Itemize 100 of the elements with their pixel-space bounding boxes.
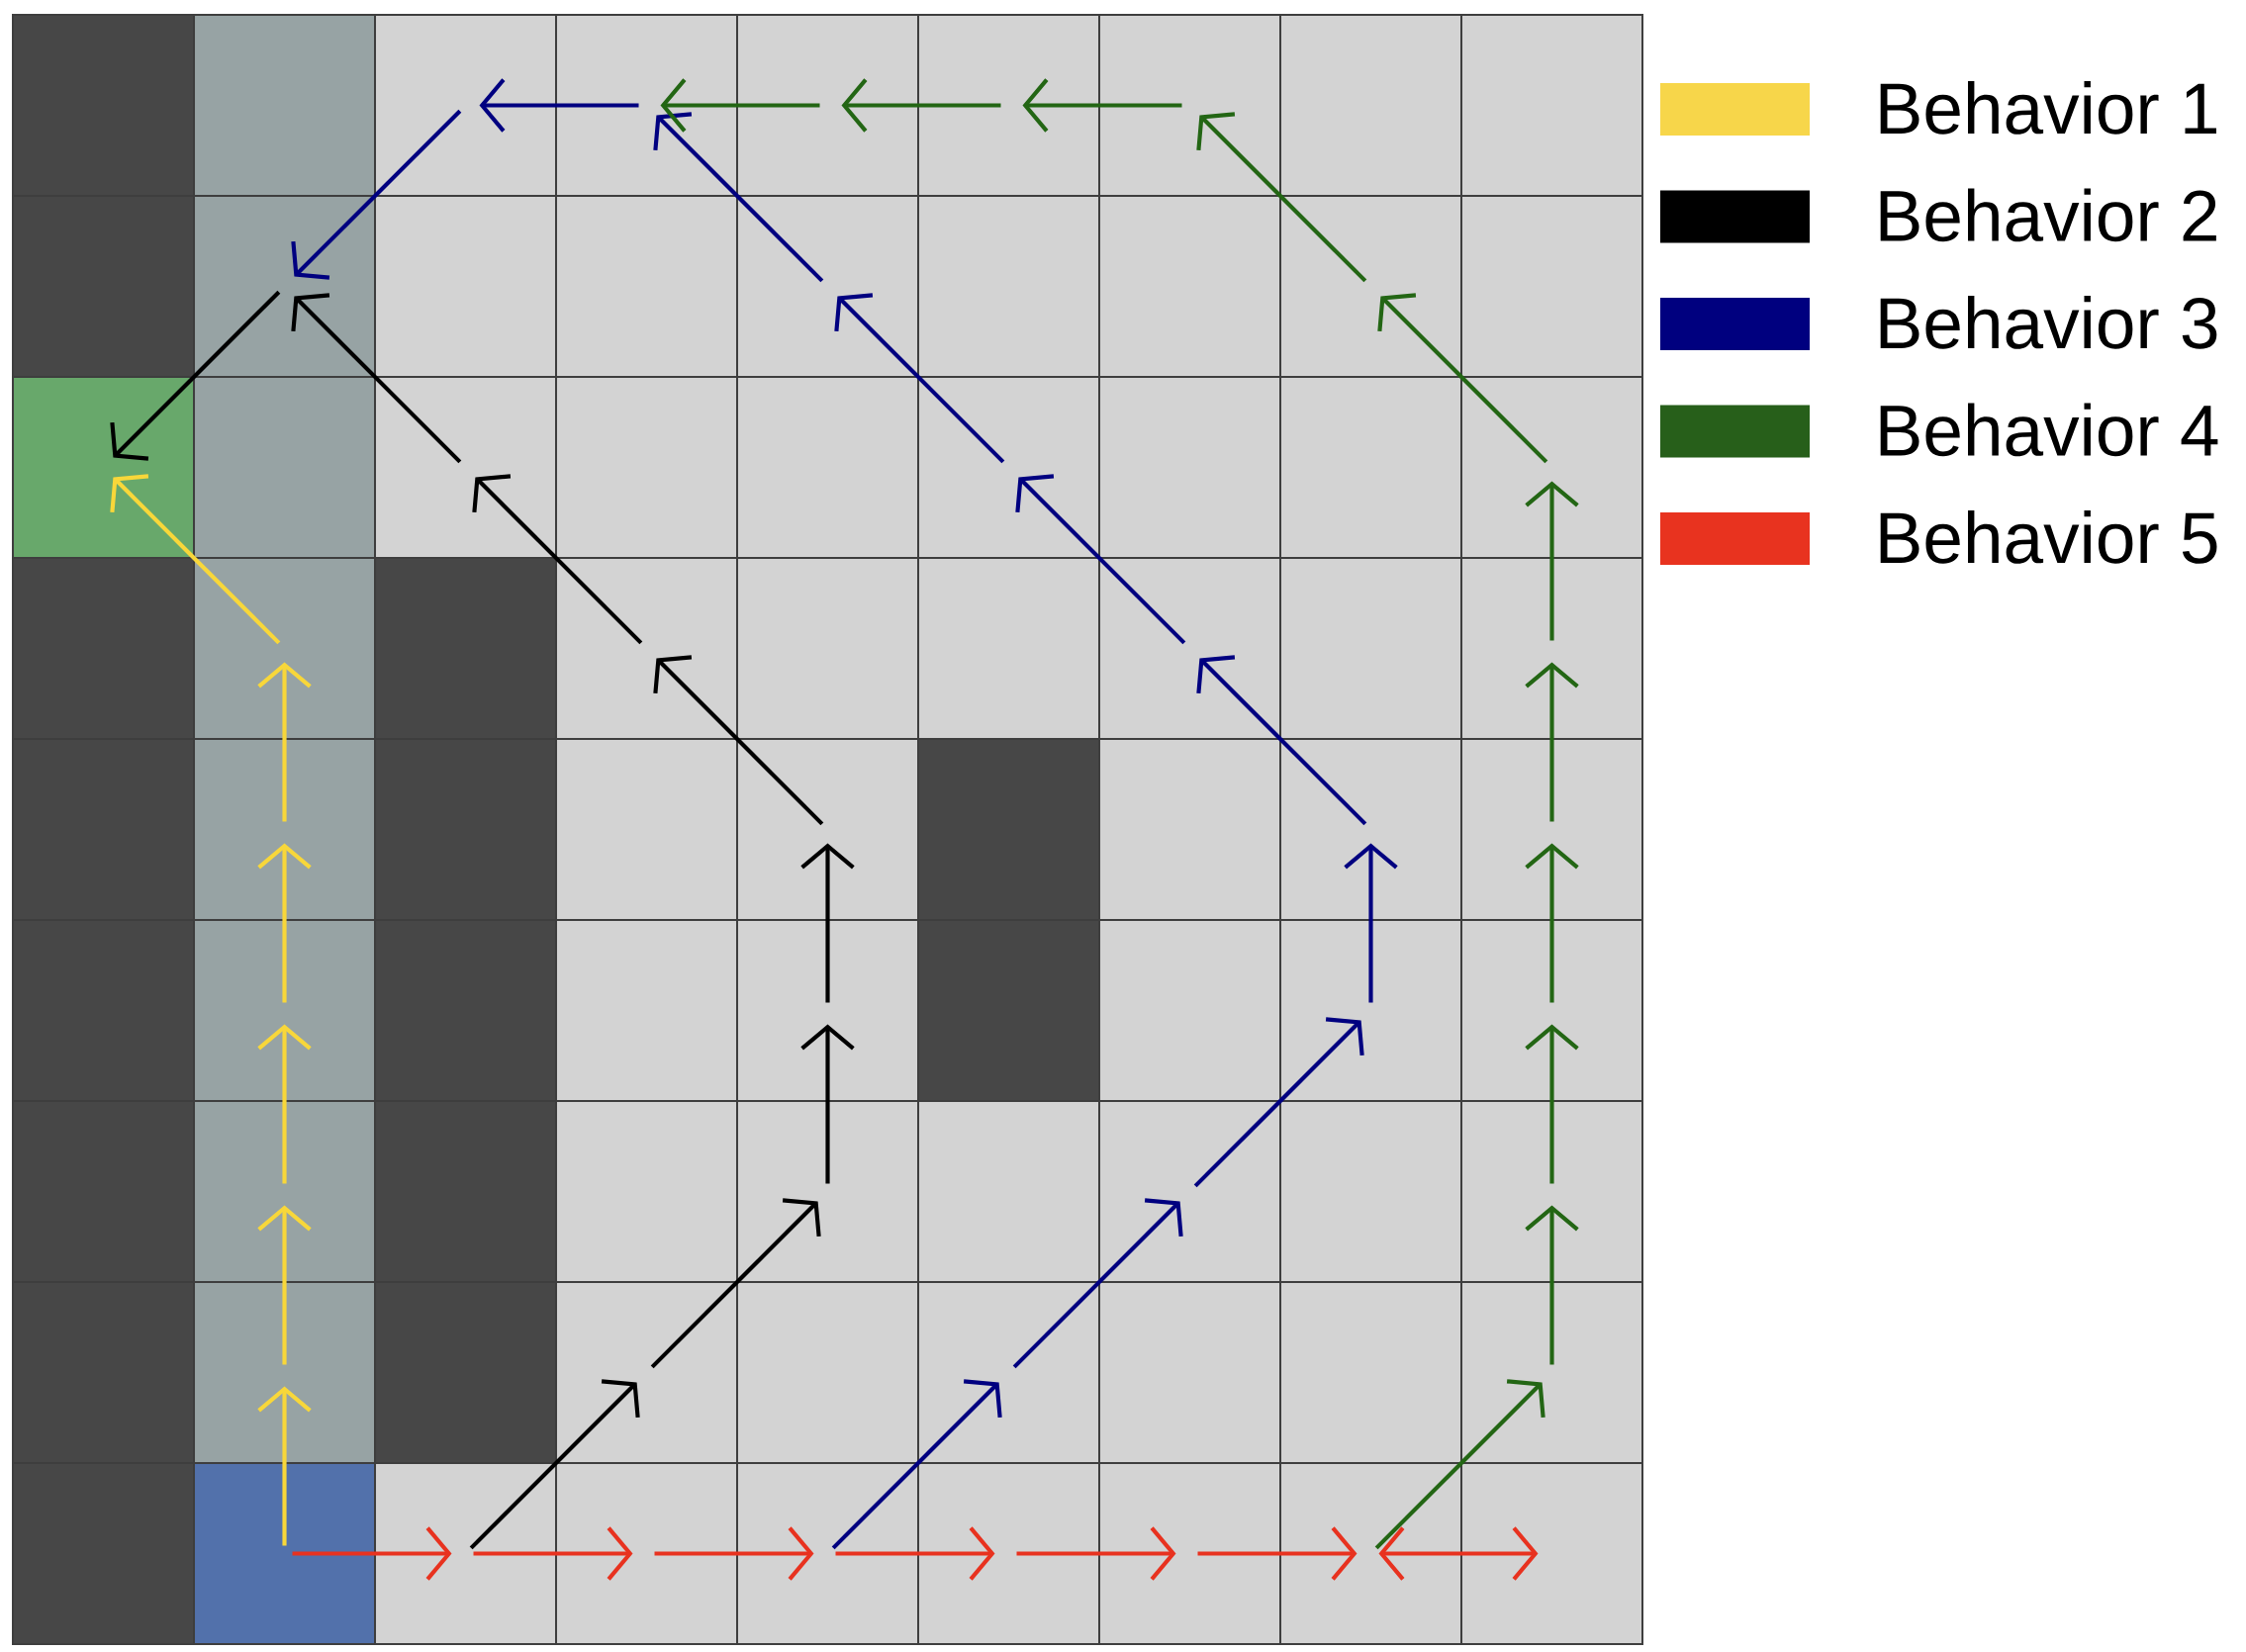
- grid-cell: [736, 376, 919, 559]
- grid-cell: [736, 1100, 919, 1283]
- grid-cell: [736, 195, 919, 378]
- grid-cell: [555, 1100, 738, 1283]
- arrow: [650, 1198, 821, 1369]
- grid-cell: [12, 557, 195, 740]
- grid-cell: [1460, 1462, 1643, 1645]
- arrow: [1525, 1024, 1579, 1184]
- grid-cell: [917, 919, 1100, 1102]
- grid-cell: [1279, 1462, 1462, 1645]
- grid-cell: [1279, 14, 1462, 197]
- grid-cell: [917, 195, 1100, 378]
- grid-cell: [193, 919, 376, 1102]
- grid-cell: [12, 1462, 195, 1645]
- grid-cell: [917, 1281, 1100, 1464]
- grid-cell: [917, 1100, 1100, 1283]
- grid-cell: [736, 557, 919, 740]
- arrow: [1016, 1526, 1176, 1581]
- grid-cell: [1098, 195, 1281, 378]
- grid-cell: [374, 919, 557, 1102]
- arrow: [1374, 1379, 1545, 1550]
- arrow: [479, 78, 639, 133]
- grid-cell: [1098, 14, 1281, 197]
- arrow: [800, 843, 855, 1003]
- grid-cell: [1460, 14, 1643, 197]
- arrow: [257, 1205, 312, 1365]
- grid-cell: [736, 919, 919, 1102]
- arrow: [1525, 843, 1579, 1003]
- arrow: [834, 293, 1005, 464]
- arrow: [831, 1379, 1002, 1550]
- grid-cell: [374, 376, 557, 559]
- legend-label: Behavior 2: [1880, 188, 2216, 242]
- arrow: [1197, 1526, 1357, 1581]
- grid-cell: [917, 1462, 1100, 1645]
- grid-cell: [12, 195, 195, 378]
- grid-cell: [1279, 919, 1462, 1102]
- grid-cell: [1460, 1281, 1643, 1464]
- grid-cell: [555, 557, 738, 740]
- grid-cell: [1098, 1100, 1281, 1283]
- grid-cell: [12, 14, 195, 197]
- grid-cell: [193, 738, 376, 921]
- arrow: [1525, 662, 1579, 822]
- grid-cell: [736, 1462, 919, 1645]
- arrow: [1525, 481, 1579, 641]
- arrow: [257, 843, 312, 1003]
- grid-cell: [1460, 1100, 1643, 1283]
- arrow: [1196, 112, 1367, 283]
- grid-cell: [193, 557, 376, 740]
- grid-cell: [1098, 1462, 1281, 1645]
- legend-label: Behavior 5: [1880, 510, 2217, 564]
- arrow: [653, 112, 824, 283]
- arrow: [1378, 1526, 1539, 1581]
- grid-cell: [12, 1100, 195, 1283]
- legend-label: Behavior 4: [1880, 403, 2218, 457]
- grid-cell: [1279, 195, 1462, 378]
- grid-cell: [1279, 1100, 1462, 1283]
- arrow: [653, 655, 824, 826]
- grid-cell: [12, 1281, 195, 1464]
- grid-cell: [1279, 376, 1462, 559]
- arrow: [1377, 293, 1548, 464]
- grid-cell: [555, 14, 738, 197]
- grid-cell: [374, 14, 557, 197]
- grid-cell: [917, 14, 1100, 197]
- grid-cell: [374, 1462, 557, 1645]
- arrow: [292, 1526, 452, 1581]
- arrow: [291, 293, 462, 464]
- grid-cell: [917, 738, 1100, 921]
- grid-cell: [193, 376, 376, 559]
- arrow: [110, 474, 281, 645]
- grid-cell: [555, 919, 738, 1102]
- arrow: [1015, 474, 1186, 645]
- grid-cell: [1279, 738, 1462, 921]
- grid-cell: [555, 376, 738, 559]
- arrow: [473, 1526, 633, 1581]
- arrow: [841, 78, 1001, 133]
- arrow: [291, 109, 462, 280]
- grid-cell: [1460, 919, 1643, 1102]
- grid-cell: [193, 1281, 376, 1464]
- arrow: [800, 1024, 855, 1184]
- grid-cell: [555, 1281, 738, 1464]
- grid-cell: [193, 1462, 376, 1645]
- grid-cell: [193, 14, 376, 197]
- grid-cell: [193, 1100, 376, 1283]
- grid-cell: [917, 376, 1100, 559]
- arrow: [1012, 1198, 1183, 1369]
- grid-cell: [1460, 195, 1643, 378]
- arrow: [1196, 655, 1367, 826]
- grid-cell: [1098, 557, 1281, 740]
- arrow: [1022, 78, 1182, 133]
- grid-cell: [12, 738, 195, 921]
- grid-cell: [555, 738, 738, 921]
- grid-cell: [1460, 557, 1643, 740]
- grid-cell: [1279, 1281, 1462, 1464]
- grid-cell: [374, 1100, 557, 1283]
- arrow: [1193, 1017, 1364, 1188]
- grid-cell: [1460, 376, 1643, 559]
- arrow: [110, 290, 281, 461]
- grid-cell: [736, 1281, 919, 1464]
- grid-cell: [1098, 1281, 1281, 1464]
- arrow: [257, 1386, 312, 1546]
